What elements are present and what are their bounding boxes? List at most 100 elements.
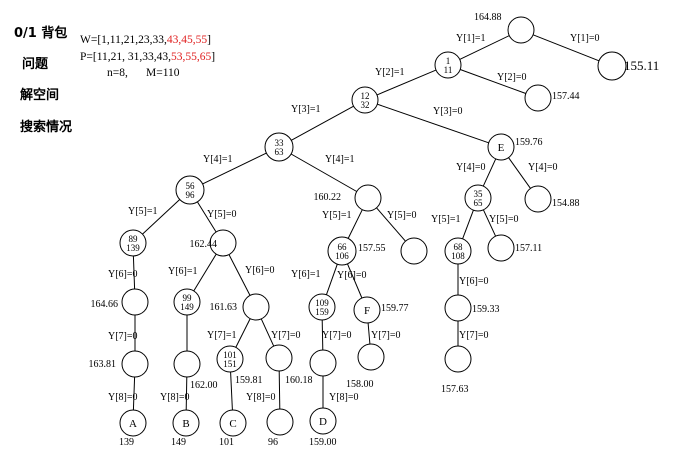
edge-label: Y[3]=0: [433, 106, 463, 117]
tree-edge: [196, 201, 217, 233]
tree-edge: [482, 158, 497, 187]
node-circle: [121, 350, 149, 378]
node-circle: [265, 344, 293, 372]
node-bound-value: 96: [268, 437, 278, 448]
edge-label: Y[8]=0: [160, 392, 190, 403]
edge-label: Y[6]=0: [245, 265, 275, 276]
tree-edge: [132, 376, 136, 411]
edge-label: Y[5]=0: [489, 214, 519, 225]
edge-label: Y[6]=0: [459, 276, 489, 287]
node-label: 12: [361, 91, 370, 101]
node-label: E: [498, 142, 505, 154]
node-bound-value: 159.81: [235, 375, 263, 386]
node-circle: [400, 237, 428, 265]
node-circle: [119, 229, 147, 257]
node-circle: [464, 184, 492, 212]
node-label: D: [319, 416, 327, 428]
edge-label: Y[6]=0: [337, 270, 367, 281]
node-circle: [524, 185, 552, 213]
node-bound-value: 157.11: [515, 243, 542, 254]
profits-line: P=[11,21, 31,33,43,53,55,65]: [80, 51, 215, 63]
node-bound-value: 155.11: [624, 58, 659, 73]
edge-label: Y[5]=1: [431, 214, 461, 225]
node-circle: [487, 234, 515, 262]
node-label: 66: [338, 242, 348, 252]
node-bound-value: 161.63: [210, 302, 238, 313]
edge-label: Y[5]=0: [387, 210, 417, 221]
tree-node: 111: [434, 51, 462, 79]
node-label: 89: [129, 234, 139, 244]
profits-suffix: ]: [211, 51, 216, 63]
tree-node: 160.18: [265, 344, 313, 386]
node-circle: [264, 132, 294, 162]
node-label: 101: [223, 350, 237, 360]
edge-label: Y[2]=1: [375, 67, 405, 78]
weights-highlight: 43,45,55: [166, 34, 208, 46]
node-bound-value: 139: [119, 437, 134, 448]
node-bound-value: 163.81: [89, 359, 117, 370]
node-circle: [121, 288, 149, 316]
node-circle: [444, 294, 472, 322]
tree-node: 164.88: [474, 12, 535, 44]
edge-label: Y[4]=1: [203, 154, 233, 165]
node-circle: [216, 345, 244, 373]
node-bound-value: 160.18: [285, 375, 313, 386]
node-label: 11: [444, 65, 453, 75]
node-bound-value: 154.88: [552, 198, 580, 209]
edge-label: Y[2]=0: [497, 72, 527, 83]
edge-label: Y[6]=1: [168, 266, 198, 277]
weights-suffix: ]: [207, 34, 211, 46]
node-circle: [173, 288, 201, 316]
node-circle: [351, 86, 379, 114]
edge-label: Y[4]=0: [528, 162, 558, 173]
node-bound-value: 159.76: [515, 137, 543, 148]
tree-edge: [460, 69, 526, 94]
node-circle: [487, 133, 515, 161]
tree-edge: [347, 263, 363, 299]
tree-edge: [377, 103, 489, 144]
node-label: 99: [183, 293, 193, 303]
node-circle: [175, 175, 205, 205]
tree-node: 157.11: [487, 234, 542, 262]
tree-node: [309, 349, 337, 377]
tree-node: 162.00: [173, 350, 218, 391]
m-value: M=110: [146, 67, 180, 79]
edge-label: Y[1]=1: [456, 33, 486, 44]
tree-node: 161.63: [210, 293, 270, 321]
edge-label: Y[5]=1: [128, 206, 158, 217]
node-bound-value: 159.77: [381, 303, 409, 314]
node-bound-value: 157.55: [358, 243, 386, 254]
node-label: 33: [275, 138, 285, 148]
node-label: 96: [186, 190, 196, 200]
sidebar-item-problem: 问题: [22, 57, 49, 72]
node-circle: [309, 407, 337, 435]
tree-edge: [228, 254, 251, 296]
tree-edge: [532, 34, 600, 62]
node-circle: [354, 184, 382, 212]
node-circle: [444, 345, 472, 373]
edge-label: Y[3]=1: [291, 104, 321, 115]
weights-line: W=[1,11,21,23,33,43,45,55]: [80, 34, 211, 46]
node-bound-value: 160.22: [314, 192, 342, 203]
node-label: 56: [186, 181, 196, 191]
node-circle: [242, 293, 270, 321]
node-circle: [172, 409, 200, 437]
tree-edge: [376, 207, 406, 242]
node-bound-value: 157.44: [552, 91, 580, 102]
tree-node: 96: [266, 408, 294, 448]
node-circle: [308, 293, 336, 321]
node-bound-value: 158.00: [346, 379, 374, 390]
edge-label: Y[4]=1: [325, 154, 355, 165]
tree-node: 157.63: [441, 345, 472, 395]
node-circle: [597, 51, 627, 81]
node-label: 108: [451, 251, 465, 261]
